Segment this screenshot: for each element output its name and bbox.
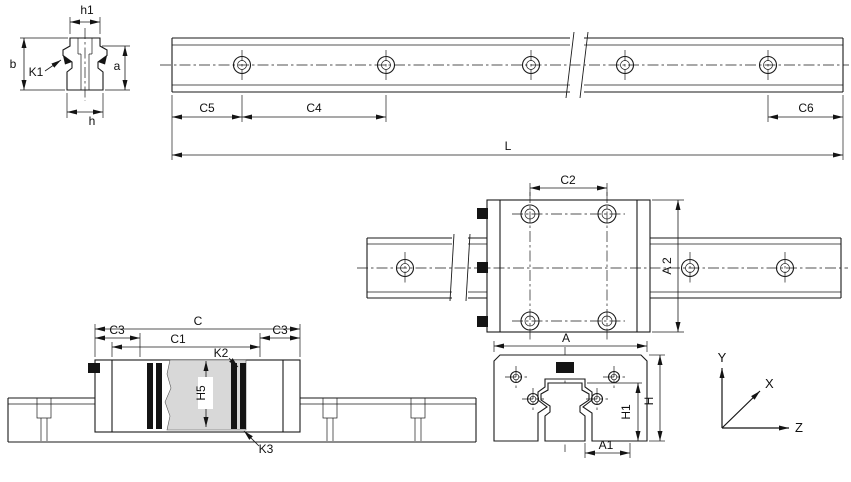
seal-strip <box>156 363 162 429</box>
dim-label-c5: C5 <box>199 101 215 115</box>
carriage-body <box>486 199 651 333</box>
dim-k1: K1 <box>29 59 62 79</box>
seal-strip <box>231 363 237 429</box>
dim-label-l: L <box>505 139 512 153</box>
dim-rows: C C3 C3 C1 <box>94 314 301 357</box>
dim-label-c3-left: C3 <box>109 323 125 337</box>
rail-cross-section-view: h1 b K1 a h <box>10 3 130 128</box>
grease-port-mark <box>477 208 488 219</box>
dim-label-a1: A1 <box>599 438 614 452</box>
dim-k2: K2 <box>214 346 239 368</box>
carriage-end-view: A H H1 A1 <box>493 331 665 458</box>
seal-strip <box>147 363 153 429</box>
rail-profile-end <box>540 382 590 442</box>
y-axis-label: Y <box>718 350 727 365</box>
seal-section-mark <box>556 362 574 373</box>
rail-mounting-hole <box>376 50 396 80</box>
break-line <box>465 233 471 302</box>
rail-mounting-hole <box>758 50 778 80</box>
dim-label-h1: h1 <box>80 3 94 17</box>
dim-label-h1: H1 <box>619 404 633 420</box>
rail-counterbore-hole <box>36 397 52 441</box>
dim-l: L <box>172 139 843 158</box>
x-axis-label: X <box>765 376 774 391</box>
rail-mounting-hole <box>521 50 541 80</box>
dim-h: H <box>642 354 665 442</box>
dim-label-k2: K2 <box>214 346 229 360</box>
dim-hole-pitch: C5 C4 C6 <box>171 95 844 160</box>
rail-mounting-hole <box>680 252 700 284</box>
mount-hole <box>505 366 527 388</box>
break-line <box>579 31 589 99</box>
rail-bolt-hole <box>77 38 93 90</box>
dim-label-c3-right: C3 <box>272 323 288 337</box>
rail-body <box>171 31 844 99</box>
dim-h: h <box>66 93 104 128</box>
rail-mounting-hole <box>232 50 252 80</box>
break-line <box>565 31 575 99</box>
break-line <box>449 233 455 302</box>
dim-k3: K3 <box>243 430 274 456</box>
carriage-top-view: C2 A 2 <box>357 173 848 340</box>
coordinate-axes: Y X Z <box>718 350 803 435</box>
dim-label-c1: C1 <box>170 332 186 346</box>
dim-a: a <box>102 45 130 91</box>
dim-a: A <box>493 331 648 352</box>
grease-port-mark <box>477 262 488 273</box>
mount-hole <box>522 388 544 410</box>
dim-label-k1: K1 <box>29 65 44 79</box>
dim-label-h5: H5 <box>194 385 208 401</box>
dim-label-h: H <box>642 397 656 406</box>
dim-h1: h1 <box>69 3 101 34</box>
z-axis-label: Z <box>795 420 803 435</box>
groove-mark-right <box>98 55 107 65</box>
dim-a2: A 2 <box>652 199 684 333</box>
rail-mounting-hole <box>775 252 795 284</box>
dim-label-c4: C4 <box>306 101 322 115</box>
dim-h5: H5 <box>194 361 213 427</box>
dim-label-b: b <box>10 57 17 71</box>
dim-label-h: h <box>89 114 96 128</box>
rail-profile <box>62 37 108 91</box>
dim-b: b <box>10 37 68 91</box>
mount-hole <box>586 388 608 410</box>
seal-strip <box>240 363 246 429</box>
dim-label-a: A <box>562 331 570 345</box>
grease-port-mark <box>477 316 488 327</box>
dim-label-k3: K3 <box>259 442 274 456</box>
rail-counterbore-hole <box>322 397 338 441</box>
groove-mark-left <box>63 55 72 65</box>
mount-hole <box>603 366 625 388</box>
carriage-side-view: H5 C C3 C3 C1 K2 K3 <box>7 314 477 456</box>
rail-side-view: C5 C4 C6 L <box>160 31 849 160</box>
dim-a1: A1 <box>584 438 631 458</box>
dim-c2: C2 <box>529 173 608 196</box>
dim-label-a2: A 2 <box>660 257 674 275</box>
rail-mounting-hole <box>615 50 635 80</box>
dim-label-c: C <box>194 314 203 328</box>
dim-label-c6: C6 <box>798 101 814 115</box>
grease-nipple-mark <box>88 363 100 373</box>
rail-counterbore-hole <box>410 397 426 441</box>
dim-label-a: a <box>114 59 121 73</box>
x-axis-arrow <box>721 390 761 429</box>
dim-h1: H1 <box>587 382 642 441</box>
dim-label-c2: C2 <box>560 173 576 187</box>
